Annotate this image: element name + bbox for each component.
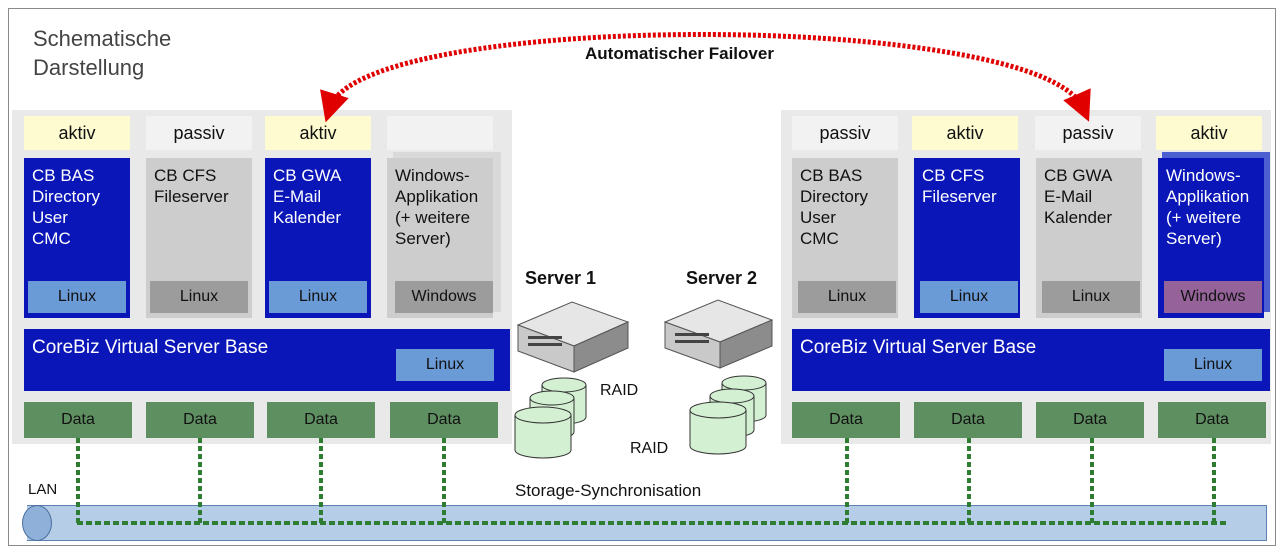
data-link-line <box>845 438 849 526</box>
left-data-3: Data <box>267 402 375 438</box>
service-line: (+ weitere <box>395 208 471 227</box>
title-line-1: Schematische <box>33 26 172 51</box>
data-link-line <box>967 438 971 526</box>
raid-1-label: RAID <box>600 382 639 399</box>
data-link-line <box>442 438 446 526</box>
service-line: Windows- <box>1166 166 1241 185</box>
right-vm4-status: aktiv <box>1156 116 1262 150</box>
left-vm1-os: Linux <box>28 281 126 313</box>
raid-disks-1 <box>514 377 587 459</box>
service-line: Kalender <box>1044 208 1113 227</box>
data-link-line <box>1090 438 1094 526</box>
service-line: E-Mail <box>1044 187 1093 206</box>
left-vm3-os: Linux <box>269 281 367 313</box>
server-1-icon <box>516 301 630 373</box>
data-link-line <box>198 438 202 526</box>
left-data-1: Data <box>24 402 132 438</box>
service-line: CB BAS <box>32 166 95 185</box>
service-line: Applikation <box>1166 187 1250 206</box>
right-data-4: Data <box>1158 402 1266 438</box>
service-line: CB GWA <box>1044 166 1113 185</box>
diagram-frame <box>8 8 1276 546</box>
service-line: CB GWA <box>273 166 342 185</box>
right-data-1: Data <box>792 402 900 438</box>
service-line: Fileserver <box>154 187 229 206</box>
service-line: CB CFS <box>154 166 217 185</box>
service-line: CMC <box>800 229 839 248</box>
title-line-2: Darstellung <box>33 55 145 80</box>
right-vm3-status: passiv <box>1035 116 1141 150</box>
right-base-os: Linux <box>1164 349 1262 381</box>
left-vm4-os: Windows <box>395 281 493 313</box>
service-line: (+ weitere <box>1166 208 1242 227</box>
service-line: CB BAS <box>800 166 863 185</box>
service-line: E-Mail <box>273 187 322 206</box>
service-line: Fileserver <box>922 187 997 206</box>
data-link-line <box>76 438 80 526</box>
service-line: Kalender <box>273 208 342 227</box>
service-line: Server) <box>395 229 451 248</box>
left-vm2-status: passiv <box>146 116 252 150</box>
right-data-2: Data <box>914 402 1022 438</box>
left-data-4: Data <box>390 402 498 438</box>
left-vm1-status: aktiv <box>24 116 130 150</box>
service-line: Directory <box>32 187 101 206</box>
data-link-line <box>319 438 323 526</box>
server-1-label: Server 1 <box>525 268 597 288</box>
failover-label: Automatischer Failover <box>585 44 774 63</box>
right-server-base: CoreBiz Virtual Server Base Linux <box>792 329 1270 391</box>
service-line: Directory <box>800 187 869 206</box>
data-link-line <box>1212 438 1216 526</box>
lan-label: LAN <box>28 481 58 498</box>
right-vm4-os: Windows <box>1164 281 1262 313</box>
service-line: Server) <box>1166 229 1222 248</box>
service-line: User <box>32 208 68 227</box>
left-base-os: Linux <box>396 349 494 381</box>
service-line: CMC <box>32 229 71 248</box>
left-base-label: CoreBiz Virtual Server Base <box>32 337 269 358</box>
right-vm2-os: Linux <box>920 281 1018 313</box>
storage-sync-label: Storage-Synchronisation <box>515 481 702 500</box>
right-data-3: Data <box>1036 402 1144 438</box>
service-line: Windows- <box>395 166 470 185</box>
lan-bus-end <box>22 505 52 541</box>
raid-2-label: RAID <box>630 440 669 457</box>
service-line: CB CFS <box>922 166 985 185</box>
left-vm2-os: Linux <box>150 281 248 313</box>
server-2-icon <box>663 299 774 369</box>
right-base-label: CoreBiz Virtual Server Base <box>800 337 1037 358</box>
service-line: Applikation <box>395 187 479 206</box>
service-line: User <box>800 208 836 227</box>
lan-data-link <box>77 521 1227 525</box>
server-2-label: Server 2 <box>686 268 758 288</box>
left-server-base: CoreBiz Virtual Server Base Linux <box>24 329 510 391</box>
right-vm3-os: Linux <box>1042 281 1140 313</box>
left-data-2: Data <box>146 402 254 438</box>
right-vm1-os: Linux <box>798 281 896 313</box>
raid-disks-2 <box>689 375 767 455</box>
diagram-title: Schematische Darstellung <box>33 24 171 82</box>
